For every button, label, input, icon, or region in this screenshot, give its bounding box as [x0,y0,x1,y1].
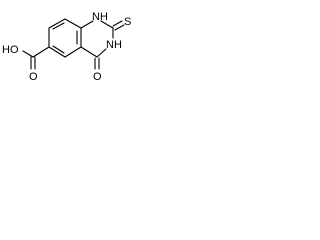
double-bond-c5-c6-inner [52,45,65,54]
double-bond-c7-c8-inner [52,22,65,30]
atom-o4-label: O [93,71,102,83]
bond-c5-c6 [48,46,66,58]
atom-n3-label: NH [106,39,122,51]
bond-c4-c4a [80,46,98,58]
benzene-ring [48,18,82,58]
atom-n1-label: NH [92,11,108,23]
bond-n1-c2 [100,20,114,29]
atom-o-carbonyl-label: O [29,71,38,83]
atom-hydroxyl-label: HO [2,44,19,56]
chemical-structure-diagram: NH S NH O O HO [2,11,131,83]
pyrimidine-ring [80,20,114,58]
double-bond-c2-s-a [112,20,123,27]
bond-c8a-n1 [80,20,94,29]
bond-cooh-oh [22,50,34,58]
bond-c6-cooh [32,46,50,58]
atom-s-label: S [124,16,131,28]
bond-c8-c8a [64,18,82,29]
bond-n3-c4 [96,48,107,58]
bond-c7-c8 [48,18,66,29]
bond-c4a-c5 [64,46,82,58]
double-bond-c2-s-b [114,24,125,31]
